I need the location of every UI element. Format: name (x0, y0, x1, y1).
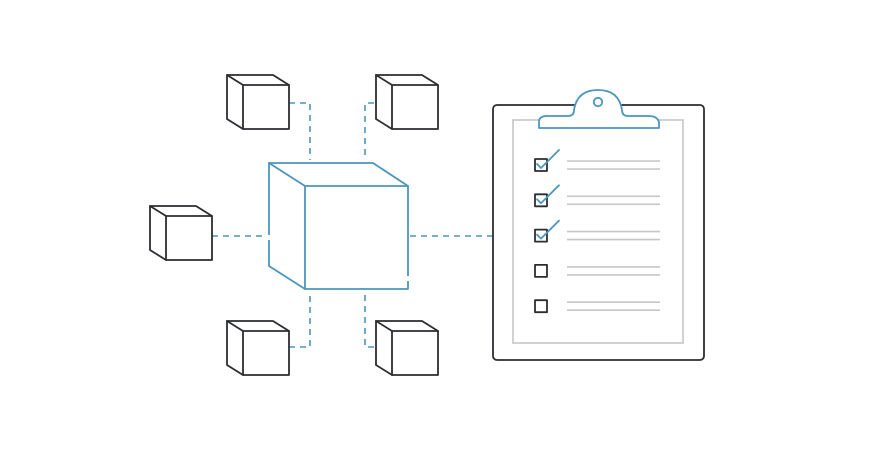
checkbox-checked (534, 228, 548, 243)
checkbox-unchecked (534, 263, 548, 278)
connector-top-left (289, 102, 311, 160)
checklist-item (534, 299, 660, 314)
clipboard-clip (538, 89, 660, 129)
box-bottom-right (375, 320, 439, 376)
central-cube (264, 162, 413, 290)
clipboard-clip-hole (592, 96, 604, 108)
satellite-boxes (149, 74, 439, 376)
checkmark-icon (536, 219, 560, 240)
box-top-right (375, 74, 439, 130)
clipboard (492, 89, 705, 361)
checkmark-icon (536, 184, 560, 205)
box-middle-left (149, 205, 213, 261)
checklist-item (534, 149, 660, 172)
box-top-left (226, 74, 290, 130)
checkbox-unchecked (534, 299, 548, 314)
checklist-item (534, 219, 660, 243)
checklist-item (534, 184, 660, 208)
box-bottom-left (226, 320, 290, 376)
checklist-item (534, 263, 660, 278)
connector-top-right (364, 102, 385, 160)
checkbox-checked (534, 193, 548, 208)
connector-bottom-right (364, 292, 385, 348)
checkbox-checked (534, 158, 548, 172)
checklist (534, 149, 660, 314)
checkmark-icon (536, 149, 560, 169)
connector-bottom-left (289, 292, 311, 348)
